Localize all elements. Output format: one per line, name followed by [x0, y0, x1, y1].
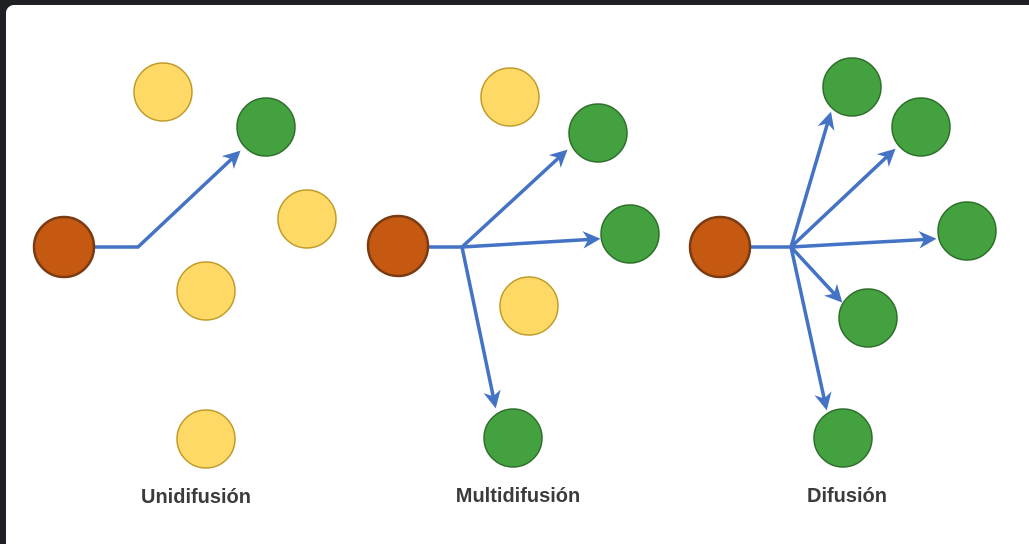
receiver-node: [236, 97, 296, 157]
idle-node: [133, 62, 193, 122]
source-node: [366, 214, 430, 278]
broadcast-arrow: [789, 245, 843, 303]
broadcast-arrow: [790, 231, 937, 249]
receiver-node: [600, 204, 660, 264]
broadcast-label: Difusión: [807, 485, 887, 507]
receiver-node: [891, 97, 951, 157]
receiver-node: [483, 408, 543, 468]
source-node: [32, 215, 96, 279]
unicast-panel: [32, 62, 337, 469]
receiver-node: [568, 103, 628, 163]
multicast-label: Multidifusión: [455, 485, 581, 507]
idle-node: [176, 409, 236, 469]
multicast-arrow: [460, 246, 501, 409]
receiver-node: [813, 408, 873, 468]
receiver-node: [838, 288, 898, 348]
idle-node: [499, 276, 559, 336]
unicast-label: Unidifusión: [141, 486, 251, 508]
idle-node: [277, 189, 337, 249]
idle-node: [176, 261, 236, 321]
broadcast-panel: [688, 57, 997, 468]
multicast-arrow: [461, 231, 601, 249]
receiver-node: [937, 201, 997, 261]
broadcast-arrow: [789, 111, 835, 248]
multicast-panel: [366, 67, 660, 468]
source-node: [688, 215, 752, 279]
idle-node: [480, 67, 540, 127]
broadcast-arrow: [789, 246, 832, 411]
multicast-arrow: [460, 149, 568, 249]
broadcast-arrow: [789, 148, 896, 249]
receiver-node: [822, 57, 882, 117]
unicast-arrow: [94, 150, 241, 249]
